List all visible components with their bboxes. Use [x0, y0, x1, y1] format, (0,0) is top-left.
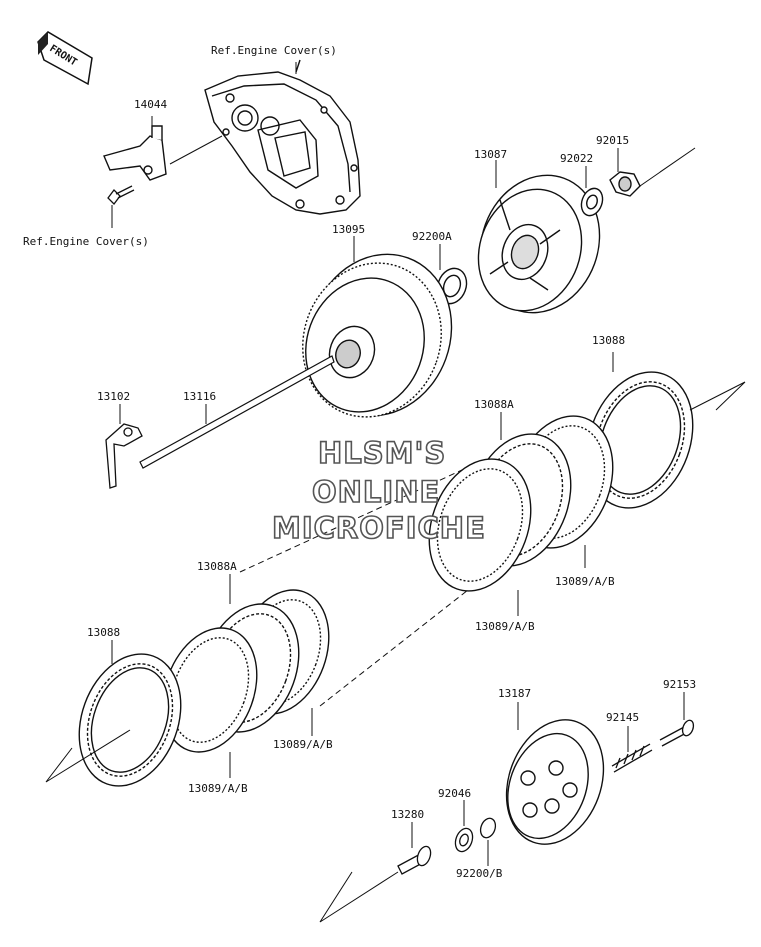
left-plate-stack — [78, 589, 330, 787]
watermark-line-3: MICROFICHE — [272, 511, 486, 545]
label-92200B: 92200/B — [456, 867, 503, 880]
label-13095: 13095 — [332, 223, 365, 236]
watermark-line-2: ONLINE — [312, 475, 440, 509]
label-92153: 92153 — [663, 678, 696, 691]
label-ref-cover-left: Ref.Engine Cover(s) — [23, 235, 149, 248]
label-13088-left: 13088 — [87, 626, 120, 639]
part-92200A-washer — [436, 267, 468, 305]
part-92015-nut — [609, 171, 641, 197]
part-13187-pressure-plate — [505, 719, 605, 845]
axis-arrow-nut — [639, 147, 696, 187]
axis-arrow-left — [45, 729, 131, 783]
part-92022-washer — [580, 187, 604, 217]
part-13280-pusher — [397, 845, 432, 875]
dashed-alignment — [319, 589, 469, 707]
label-13280: 13280 — [391, 808, 424, 821]
engine-cover-illustration — [204, 59, 361, 215]
part-13095-clutch-housing — [302, 253, 453, 418]
label-14044: 14044 — [134, 98, 167, 111]
dashed-alignment-2 — [239, 469, 463, 573]
part-13116-push-rod — [139, 355, 335, 469]
label-13116: 13116 — [183, 390, 216, 403]
label-13088A-left: 13088A — [197, 560, 237, 573]
part-13102-lever — [105, 423, 143, 489]
axis-arrow-right — [689, 381, 746, 411]
label-92200A: 92200A — [412, 230, 452, 243]
part-13087-clutch-hub — [477, 174, 601, 314]
part-92145-spring — [611, 743, 653, 773]
label-13088A-right: 13088A — [474, 398, 514, 411]
label-13187: 13187 — [498, 687, 531, 700]
label-13089-right-a: 13089/A/B — [555, 575, 615, 588]
label-13089-right-b: 13089/A/B — [475, 620, 535, 633]
part-92200B-washer — [479, 817, 497, 839]
right-plate-stack — [428, 371, 694, 592]
bolt-left — [107, 185, 135, 205]
watermark: HLSM'S ONLINE MICROFICHE — [271, 435, 486, 546]
axis-arrow-bottom — [319, 871, 399, 923]
watermark-line-1: HLSM'S — [318, 436, 446, 470]
front-direction-badge: FRONT — [37, 31, 93, 86]
leader-14044-cover — [169, 135, 223, 165]
label-92046: 92046 — [438, 787, 471, 800]
part-14044-bracket — [103, 125, 167, 181]
part-92046-bearing — [454, 827, 474, 853]
label-13089-left-a: 13089/A/B — [273, 738, 333, 751]
label-92145: 92145 — [606, 711, 639, 724]
label-13088-right: 13088 — [592, 334, 625, 347]
label-13102: 13102 — [97, 390, 130, 403]
label-92015: 92015 — [596, 134, 629, 147]
part-92153-bolt — [659, 719, 695, 747]
label-13087: 13087 — [474, 148, 507, 161]
label-92022: 92022 — [560, 152, 593, 165]
label-ref-cover-top: Ref.Engine Cover(s) — [211, 44, 337, 57]
part-labels: Ref.Engine Cover(s) 14044 Ref.Engine Cov… — [23, 44, 696, 880]
label-13089-left-b: 13089/A/B — [188, 782, 248, 795]
